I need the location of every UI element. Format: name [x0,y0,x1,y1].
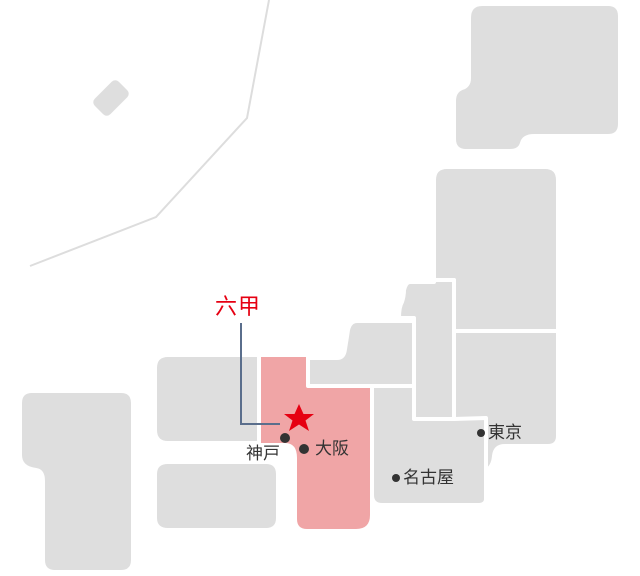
region-island [93,80,129,116]
city-dot-tokyo [477,429,485,437]
star-icon [284,404,314,431]
region-hokuriku [397,278,456,421]
region-kyushu [18,389,135,574]
city-label-nagoya: 名古屋 [403,468,454,488]
callout-label-rokko: 六甲 [215,295,262,320]
city-label-osaka: 大阪 [315,439,349,459]
city-dot-kobe [280,433,290,443]
region-shikoku [153,460,280,532]
city-label-kobe: 神戸 [246,444,280,464]
region-chugoku [153,353,261,445]
city-label-tokyo: 東京 [488,423,522,443]
city-dot-osaka [299,444,309,454]
region-kinki-north [306,319,416,388]
callout-leader-line [240,323,280,425]
city-dot-nagoya [392,474,400,482]
region-kansai-highlight [257,353,374,533]
region-hokkaido [452,2,622,153]
sea-boundary-line [29,0,270,267]
